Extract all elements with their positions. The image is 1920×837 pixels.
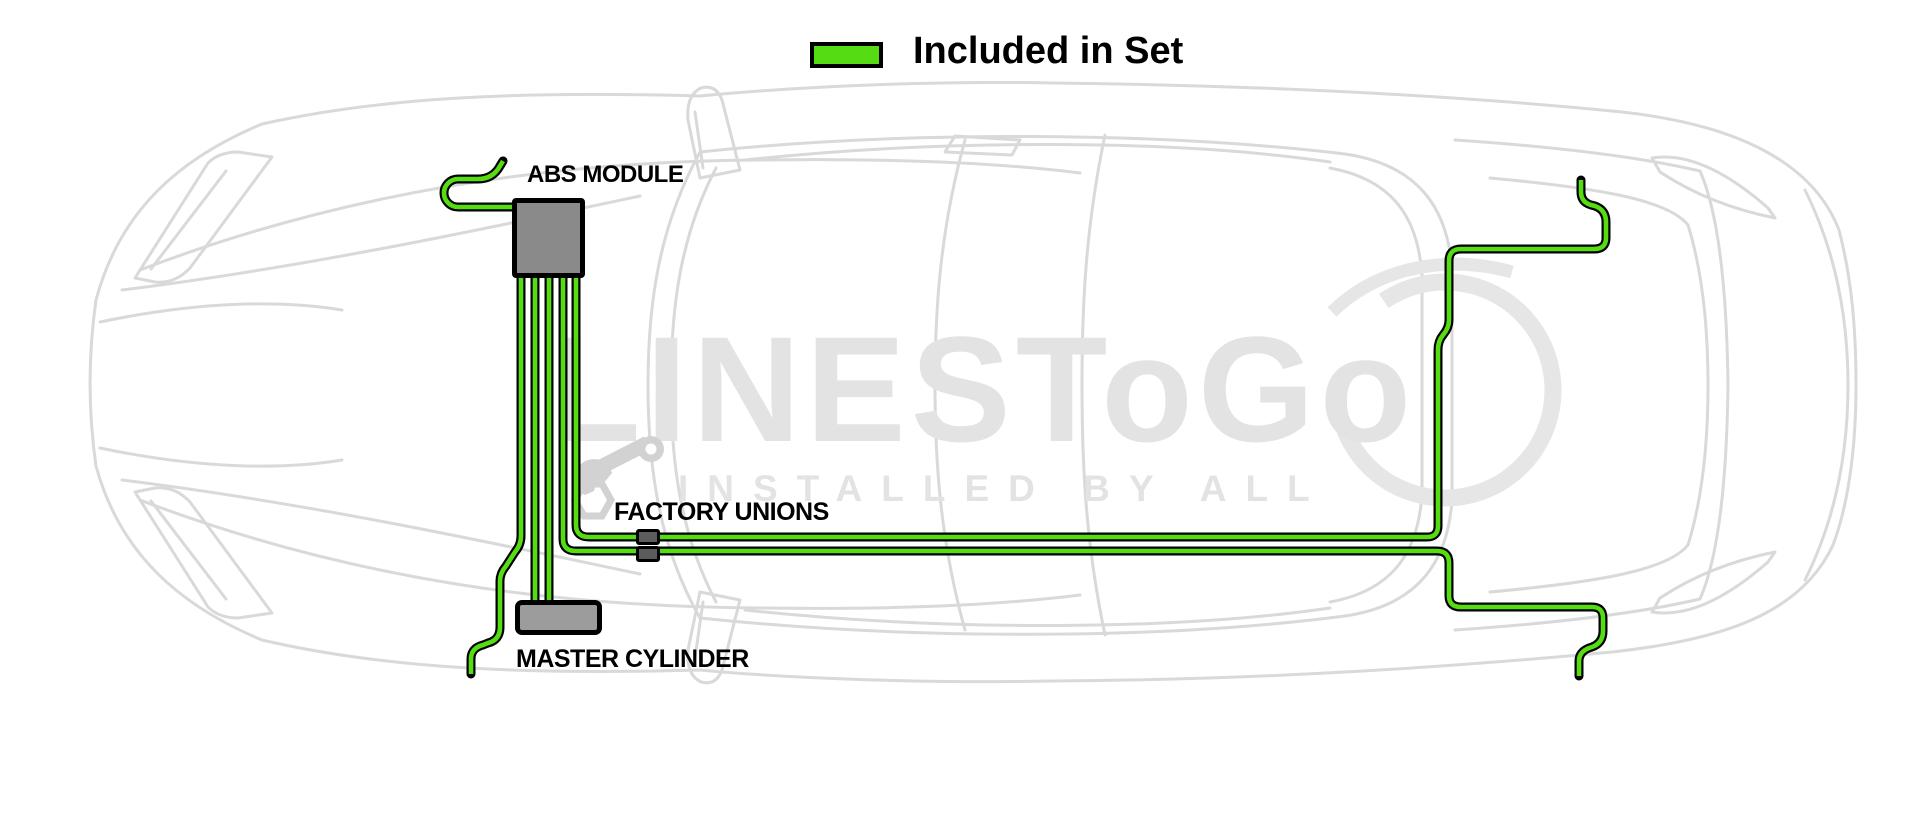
watermark-brand: LINESToGo [549,305,1416,473]
master-cylinder-label: MASTER CYLINDER [516,645,749,673]
abs-module-box [512,198,585,278]
legend-label: Included in Set [913,30,1184,72]
brake-line-abs-inlet-outline [444,161,513,207]
brake-line-front-left-outline [471,274,521,674]
abs-module-label: ABS MODULE [527,161,684,188]
factory-union-fitting-upper [636,529,660,545]
factory-union-fitting-lower [636,546,660,562]
watermark-tagline: INSTALLED BY ALL [678,468,1329,509]
watermark-ring [1327,257,1562,507]
factory-unions-label: FACTORY UNIONS [614,498,829,526]
legend-swatch [810,42,883,68]
wrench-icon [570,436,664,520]
master-cylinder-box [515,600,602,635]
